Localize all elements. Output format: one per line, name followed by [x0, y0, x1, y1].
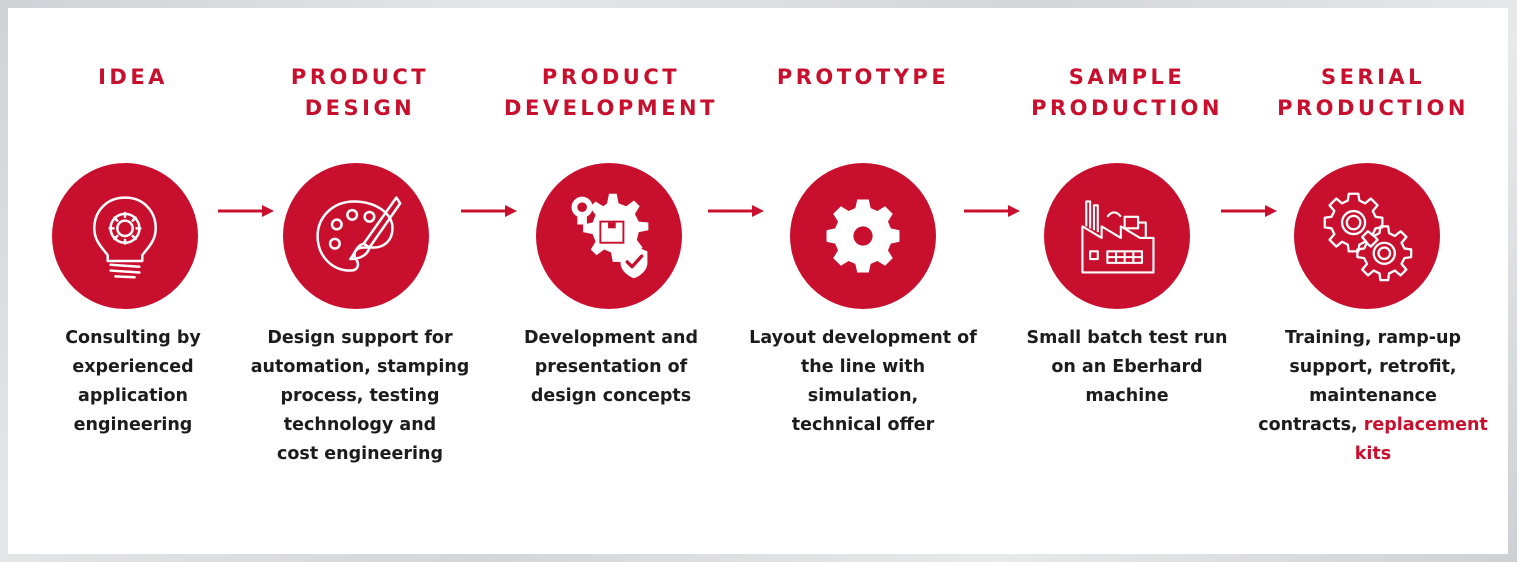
- step-description: Consulting by experienced application en…: [65, 328, 201, 435]
- step-title: PROTOTYPE: [776, 65, 950, 89]
- step-description: Training, ramp-up support, retrofit, mai…: [1248, 324, 1498, 469]
- arrow-right-icon: [218, 205, 274, 217]
- step-title: SAMPLE PRODUCTION: [1031, 65, 1223, 120]
- step-description: Development and presentation of design c…: [523, 328, 699, 406]
- step-description: Layout development of the line with simu…: [749, 328, 977, 435]
- replacement-kits-link[interactable]: replacement kits: [1354, 415, 1488, 464]
- double-gears-icon: [1323, 192, 1413, 282]
- arrow-right-icon: [461, 205, 517, 217]
- step-title: IDEA: [98, 65, 168, 89]
- development-gear-box-check-icon: [571, 193, 649, 279]
- process-panel: IDEA Consulting by experienced applicati…: [8, 8, 1508, 554]
- arrow-right-icon: [1221, 205, 1277, 217]
- step-icon-circle: [283, 163, 429, 309]
- step-description: Design support for automation, stamping …: [250, 328, 470, 464]
- lightbulb-gear-icon: [93, 196, 157, 279]
- step-description-text: Training, ramp-up support, retrofit, mai…: [1258, 328, 1462, 435]
- step-icon-circle: [536, 163, 682, 309]
- step-icon-circle: [52, 163, 198, 309]
- step-icon-circle: [790, 163, 936, 309]
- step-title: SERIAL PRODUCTION: [1277, 65, 1469, 120]
- step-icon-circle: [1044, 163, 1190, 309]
- palette-brush-icon: [316, 196, 402, 272]
- factory-icon: [1081, 200, 1155, 274]
- step-title: PRODUCT DESIGN: [290, 65, 430, 120]
- arrow-right-icon: [708, 205, 764, 217]
- step-title: PRODUCT DEVELOPMENT: [504, 65, 718, 120]
- gear-icon: [826, 199, 900, 273]
- step-icon-circle: [1294, 163, 1440, 309]
- arrow-right-icon: [964, 205, 1020, 217]
- step-description: Small batch test run on an Eberhard mach…: [1026, 328, 1228, 406]
